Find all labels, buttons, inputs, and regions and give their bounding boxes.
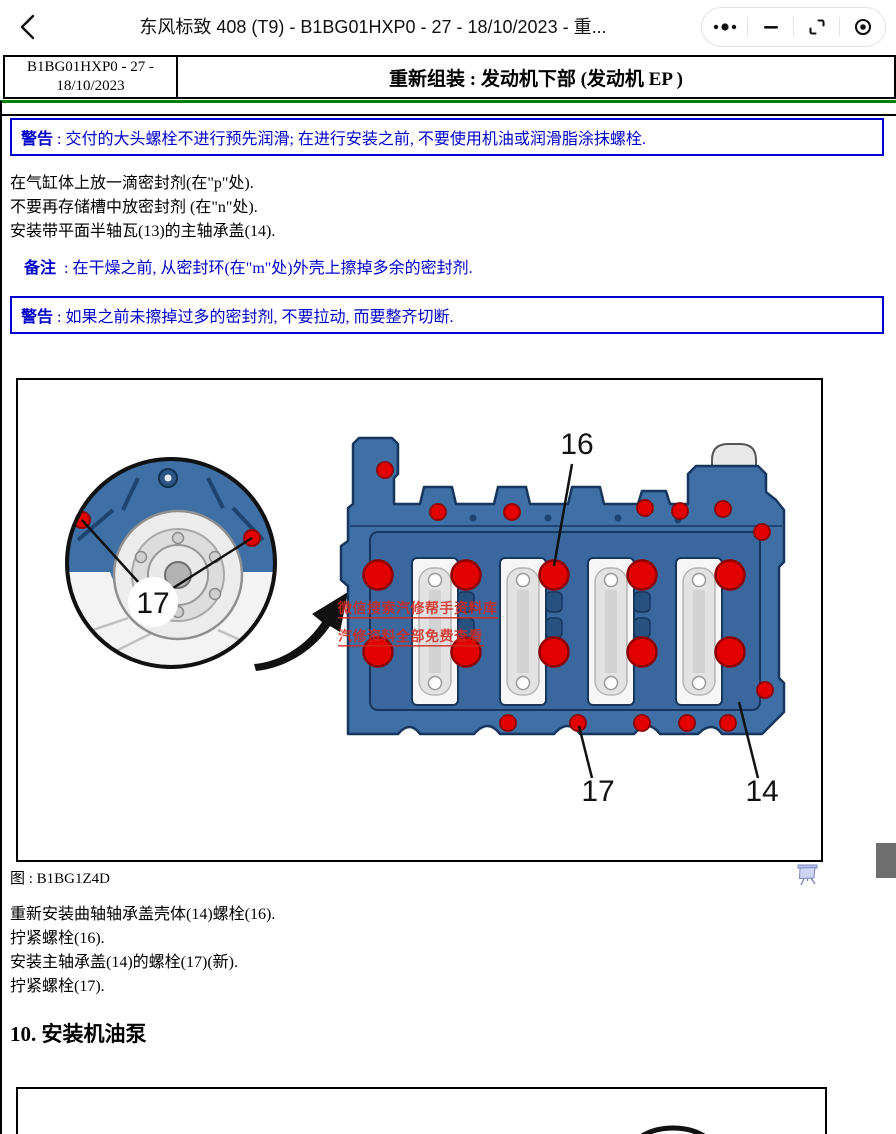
outro-line: 重新安装曲轴轴承盖壳体(14)螺栓(16). [10,906,276,923]
target-icon [854,18,871,36]
small-red-bolts [376,461,774,732]
note-label: 备注 [24,260,57,277]
warning-label: 警告 [21,309,54,326]
figure-engine-block: 17 [16,378,823,862]
watermark-line: 微信搜索汽修帮手资料库 [337,600,498,616]
callout-16: 16 [560,428,593,461]
window-controls-capsule [701,7,886,47]
minimize-button[interactable] [748,8,793,46]
detail-circle-ring [65,457,277,669]
warning-text: : 如果之前未擦掉过多的密封剂, 不要拉动, 而要整齐切断. [57,309,454,326]
callout-14: 14 [745,775,778,808]
warning-text: : 交付的大头螺栓不进行预先润滑; 在进行安装之前, 不要使用机油或润滑脂涂抹螺… [57,131,646,148]
restore-icon [808,19,825,35]
scrollbar-thumb[interactable] [876,843,896,878]
green-divider [0,100,896,103]
slideshow-button[interactable] [796,862,820,888]
warning-label: 警告 [21,131,54,148]
content-left-border [0,101,2,1134]
section-heading: 10. 安装机油泵 [10,1022,147,1046]
page-title: 重新组装 : 发动机下部 (发动机 EP ) [389,68,683,90]
watermark: 微信搜索汽修帮手资料库 汽修资料全部免费查看 [337,600,498,647]
note-line: 备注 : 在干燥之前, 从密封环(在"m"处)外壳上擦掉多余的密封剂. [24,257,473,281]
close-mini-program-button[interactable] [840,8,885,46]
engine-diagram-image: 17 [65,428,786,808]
more-icon [713,23,736,31]
outro-line: 拧紧螺栓(16). [10,930,105,947]
slideshow-icon [797,864,818,886]
detail-circle-art: 17 [67,459,275,667]
callout-17: 17 [581,775,614,808]
oil-pump-image-partial [640,1125,706,1134]
doc-ref-date: 18/10/2023 [56,78,125,94]
back-button[interactable] [14,12,44,42]
doc-ref-code: B1BG01HXP0 - 27 - [26,59,155,75]
outro-line: 拧紧螺栓(17). [10,978,105,995]
zoom-arrow [254,592,348,671]
capsule-divider [793,17,794,37]
minimize-icon [763,26,778,29]
intro-line: 在气缸体上放一滴密封剂(在"p"处). [10,175,254,192]
document-header-table: B1BG01HXP0 - 27 - 18/10/2023 重新组装 : 发动机下… [3,55,896,99]
outro-paragraph: 重新安装曲轴轴承盖壳体(14)螺栓(16). 拧紧螺栓(16). 安装主轴承盖(… [10,903,275,999]
intro-line: 不要再存储槽中放密封剂 (在"n"处). [10,199,258,216]
watermark-line: 汽修资料全部免费查看 [338,628,483,644]
rib-slots [457,591,651,639]
figure-caption: 图 : B1BG1Z4D [10,871,111,887]
warning-box-1: 警告 : 交付的大头螺栓不进行预先润滑; 在进行安装之前, 不要使用机油或润滑脂… [10,118,884,156]
chevron-left-icon [20,14,35,40]
top-nav-bar: 东风标致 408 (T9) - B1BG01HXP0 - 27 - 18/10/… [0,0,896,54]
bearing-windows [411,557,723,706]
nav-title: 东风标致 408 (T9) - B1BG01HXP0 - 27 - 18/10/… [139,17,607,37]
callout-17-detail: 17 [136,587,169,620]
capsule-divider [839,17,840,37]
figure-oil-pump [16,1087,827,1134]
intro-paragraph: 在气缸体上放一滴密封剂(在"p"处). 不要再存储槽中放密封剂 (在"n"处).… [10,172,275,244]
warning-box-2: 警告 : 如果之前未擦掉过多的密封剂, 不要拉动, 而要整齐切断. [10,296,884,334]
more-button[interactable] [702,8,747,46]
black-divider [0,114,896,116]
capsule-divider [747,17,748,37]
bolts-16-17 [362,559,746,668]
restore-button[interactable] [794,8,839,46]
note-text: : 在干燥之前, 从密封环(在"m"处)外壳上擦掉多余的密封剂. [64,260,473,277]
document-reference: B1BG01HXP0 - 27 - 18/10/2023 [5,57,178,97]
outro-line: 安装主轴承盖(14)的螺栓(17)(新). [10,954,238,971]
intro-line: 安装带平面半轴瓦(13)的主轴承盖(14). [10,223,276,240]
